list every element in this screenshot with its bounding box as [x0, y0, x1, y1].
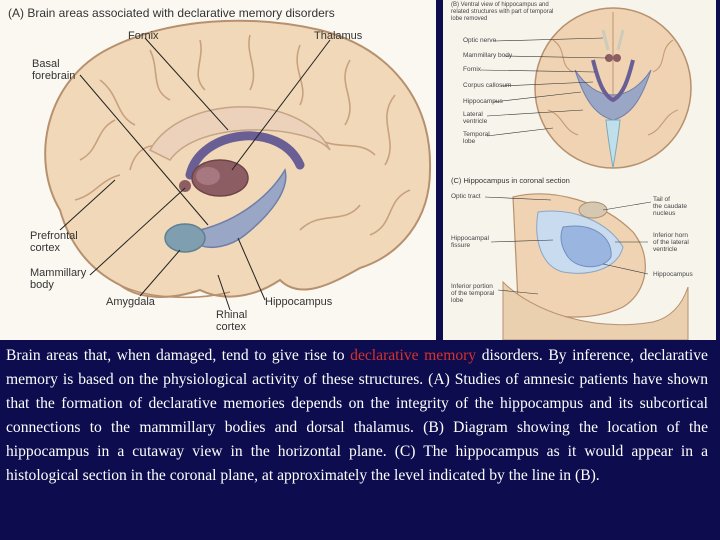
label-mammillary-body: Mammillary body [30, 267, 87, 291]
label-optic-nerve: Optic nerve [463, 37, 497, 44]
caption-highlight-declarative-memory: declarative memory [350, 347, 477, 364]
panel-c-title: (C) Hippocampus in coronal section [451, 176, 570, 185]
label-basal-forebrain: Basal forebrain [32, 58, 76, 82]
brain-ventral-illustration [480, 7, 692, 169]
figure-panel-a: (A) Brain areas associated with declarat… [0, 0, 436, 340]
label-mammillary-body-b: Mammillary body [463, 52, 513, 59]
figure-panel-b: (B) Ventral view of hippocampus and rela… [443, 0, 716, 172]
label-inferior-portion-temporal-lobe: Inferior portion of the temporal lobe [451, 283, 495, 304]
label-hippocampus: Hippocampus [265, 296, 333, 308]
label-thalamus: Thalamus [314, 30, 363, 42]
figure-panel-c: (C) Hippocampus in coronal section Optic… [443, 172, 716, 340]
label-rhinal-cortex: Rhinal cortex [216, 309, 248, 333]
panel-a-title: (A) Brain areas associated with declarat… [8, 6, 335, 20]
label-hippocampus-b: Hippocampus [463, 98, 503, 105]
brain-sagittal-illustration [44, 19, 432, 311]
label-fornix-b: Fornix [463, 66, 482, 73]
hippocampus-coronal-illustration [484, 193, 689, 340]
caption-text-rest: disorders. By inference, declarative mem… [6, 347, 708, 484]
figure-caption: Brain areas that, when damaged, tend to … [6, 344, 708, 488]
label-inferior-horn-lateral-ventricle: Inferior horn of the lateral ventricle [653, 232, 689, 253]
label-amygdala: Amygdala [106, 296, 155, 308]
label-tail-caudate-nucleus: Tail of the caudate nucleus [653, 196, 687, 217]
label-temporal-lobe: Temporal lobe [463, 131, 490, 145]
label-optic-tract: Optic tract [451, 193, 481, 200]
label-corpus-callosum: Corpus callosum [463, 82, 512, 89]
panel-b-title: (B) Ventral view of hippocampus and rela… [451, 2, 554, 22]
label-hippocampal-fissure: Hippocampal fissure [451, 235, 489, 249]
label-prefrontal-cortex: Prefrontal cortex [30, 230, 78, 254]
label-lateral-ventricle: Lateral ventricle [463, 111, 488, 125]
label-fornix: Fornix [128, 30, 159, 42]
label-hippocampus-c: Hippocampus [653, 271, 693, 278]
caption-text-start: Brain areas that, when damaged, tend to … [6, 347, 351, 364]
